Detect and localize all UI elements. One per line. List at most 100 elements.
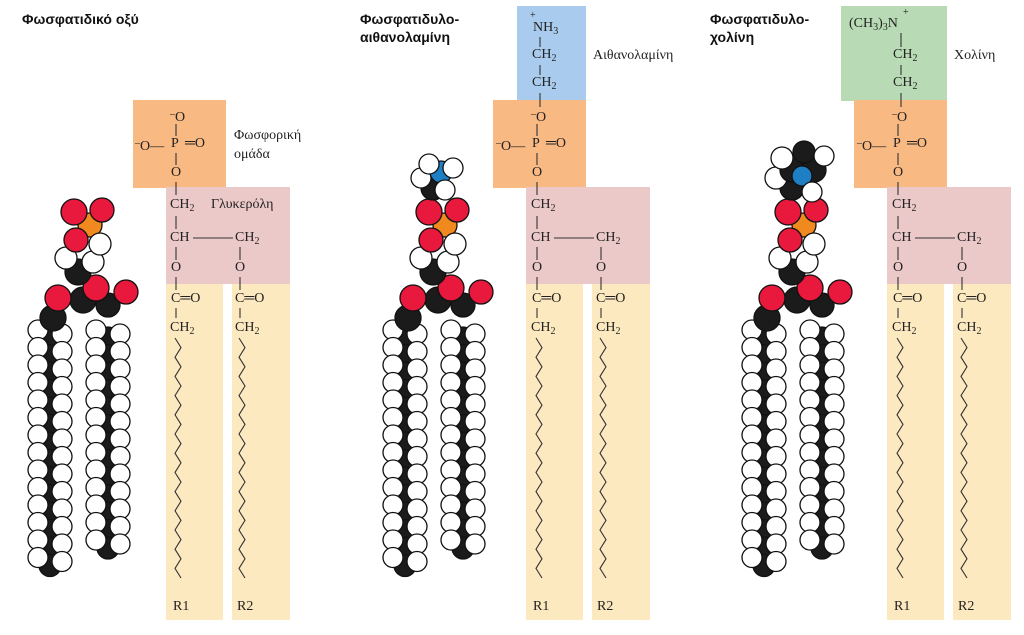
glycerol-ch2: CH2 [531, 197, 556, 214]
choline-box [841, 6, 947, 101]
phosphate-o-double: ═O [185, 136, 206, 151]
glycerol-ch2-b: CH2 [235, 230, 260, 247]
glycerol-label: Γλυκερόλη [211, 197, 274, 212]
glycerol-ch2-b: CH2 [596, 230, 621, 247]
ester-o-1: O [532, 260, 543, 275]
oxygen-atom [468, 279, 494, 305]
phosphorus-atom: P [532, 136, 540, 151]
tail-left-hydrogen [382, 546, 404, 569]
phosphate-o-bottom: O [171, 165, 182, 180]
hydrogen-atom [802, 232, 826, 256]
tail-left-hydrogen [765, 550, 787, 573]
tail-left-hydrogen [51, 550, 73, 573]
fatty-acid-chain-2 [238, 337, 246, 579]
phosphate-o-double: ═O [546, 136, 567, 151]
ethanolamine-box [517, 6, 586, 101]
ester-o-2: O [596, 260, 607, 275]
ester-o-1: O [171, 260, 182, 275]
fatty-acid-chain-2 [960, 337, 968, 579]
panel-title: Φωσφατιδικό οξύ [22, 11, 139, 27]
choline-ch2-2: CH2 [893, 75, 918, 92]
tail-left-hydrogen [406, 550, 428, 573]
chain-ch2-1: CH2 [531, 320, 556, 337]
nitrogen-atom [791, 165, 813, 187]
hydrogen-atom [801, 181, 823, 203]
trimethylammonium-group: (CH3)3N [849, 16, 898, 33]
phosphate-o-top: –O [170, 109, 186, 125]
ethanolamine-label: Αιθανολαμίνη [593, 48, 674, 63]
panel-title: Φωσφατιδυλο- [710, 11, 810, 27]
oxygen-atom [60, 198, 88, 226]
phosphate-o-left: –O— [135, 138, 165, 154]
phosphate-box [133, 100, 226, 188]
chain-box-r1 [526, 284, 583, 620]
oxygen-atom [113, 279, 139, 305]
carbonyl-1: C═O [532, 291, 562, 306]
oxygen-atom [63, 227, 89, 253]
oxygen-atom [437, 274, 465, 302]
glycerol-ch: CH [892, 230, 912, 245]
hydrogen-atom [442, 157, 464, 179]
glycerol-ch2-b: CH2 [957, 230, 982, 247]
carbonyl-2: C═O [957, 291, 987, 306]
tail-right-hydrogen [85, 529, 107, 551]
glycerol-ch: CH [531, 230, 551, 245]
phosphate-o-bottom: O [893, 165, 904, 180]
r2-label: R2 [958, 599, 975, 614]
hydrogen-atom [88, 232, 112, 256]
panel-phosphatidic-acid: Φωσφατιδικό οξύ Φωσφορική ομάδα Γλυκερόλ… [0, 0, 340, 635]
tail-right-hydrogen [440, 529, 462, 551]
phosphate-o-left: –O— [496, 138, 526, 154]
panel-title-line2: χολίνη [710, 29, 755, 45]
carbonyl-1: C═O [893, 291, 923, 306]
fatty-acid-chain-1 [896, 337, 904, 579]
charge: + [903, 7, 909, 18]
oxygen-atom [777, 227, 803, 253]
glycerol-ch2: CH2 [170, 197, 195, 214]
tail-left-hydrogen [27, 546, 49, 569]
ester-o-2: O [957, 260, 968, 275]
oxygen-atom [82, 274, 110, 302]
ester-o-1: O [893, 260, 904, 275]
phosphate-o-top: –O [892, 109, 908, 125]
tail-right-hydrogen [799, 529, 821, 551]
oxygen-atom [774, 198, 802, 226]
hydrogen-atom [443, 232, 467, 256]
oxygen-atom [444, 197, 470, 223]
phosphate-o-bottom: O [532, 165, 543, 180]
r2-label: R2 [237, 599, 254, 614]
phosphate-label-2: ομάδα [234, 147, 270, 162]
glycerol-box [887, 187, 1011, 284]
r1-label: R1 [533, 599, 550, 614]
ammonium-group: NH3 [533, 20, 559, 37]
tail-right-hydrogen [823, 533, 845, 555]
hydrogen-atom [418, 153, 440, 175]
carbon-atom [792, 140, 816, 164]
fatty-acid-chain-2 [599, 337, 607, 579]
oxygen-atom [415, 198, 443, 226]
oxygen-atom [89, 197, 115, 223]
chain-ch2-2: CH2 [957, 320, 982, 337]
phosphate-box [493, 100, 586, 188]
oxygen-atom [827, 279, 853, 305]
hydrogen-atom [770, 146, 794, 170]
carbonyl-1: C═O [171, 291, 201, 306]
fatty-acid-chain-1 [174, 337, 182, 579]
oxygen-atom [44, 284, 72, 312]
phosphate-o-double: ═O [907, 136, 928, 151]
phosphate-o-left: –O— [857, 138, 887, 154]
panel-phosphatidylethanolamine: Φωσφατιδυλο- αιθανολαμίνη Αιθανολαμίνη R… [0, 0, 673, 635]
ester-o-2: O [235, 260, 246, 275]
panel-title: Φωσφατιδυλο- [360, 11, 460, 27]
fatty-acid-chain-1 [535, 337, 543, 579]
phosphorus-atom: P [171, 136, 179, 151]
r1-label: R1 [894, 599, 911, 614]
tail-right-hydrogen [109, 533, 131, 555]
oxygen-atom [418, 227, 444, 253]
glycerol-ch2: CH2 [892, 197, 917, 214]
hydrogen-atom [434, 179, 456, 201]
tail-right-hydrogen [464, 533, 486, 555]
chain-ch2-1: CH2 [170, 320, 195, 337]
